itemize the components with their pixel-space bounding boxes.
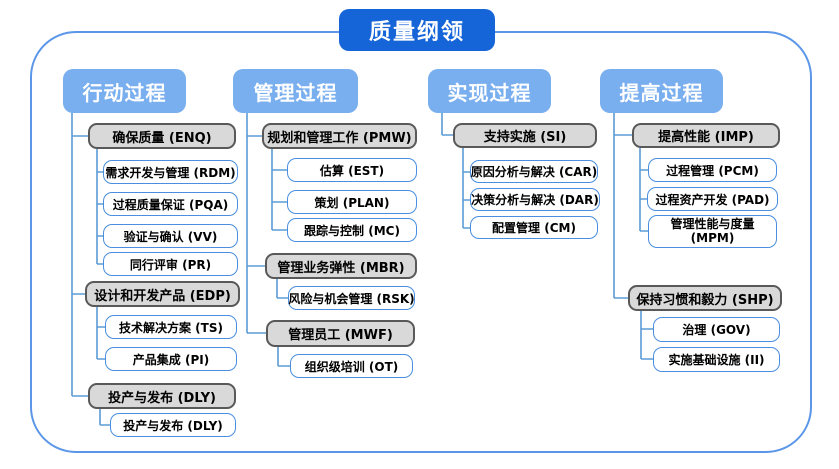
leaf-box-gov: 治理 (GOV) [653,317,780,342]
leaf-box-ot: 组织级培训 (OT) [290,354,413,378]
leaf-box-ii: 实施基础设施 (II) [653,347,780,372]
group-box-mbr: 管理业务弹性 (MBR) [265,253,417,279]
leaf-box-pcm: 过程管理 (PCM) [648,158,777,182]
group-box-imp: 提高性能 (IMP) [632,123,780,148]
leaf-box-cm: 配置管理 (CM) [470,216,598,239]
column-header-management-process: 管理过程 [233,69,358,113]
column-header-action-process: 行动过程 [63,69,186,113]
diagram-title: 质量纲领 [339,9,495,51]
leaf-box-rdm: 需求开发与管理 (RDM) [103,160,238,184]
group-box-enq: 确保质量 (ENQ) [88,123,236,149]
leaf-box-pr: 同行评审 (PR) [103,252,238,276]
leaf-box-pad: 过程资产开发 (PAD) [647,187,778,211]
leaf-box-dar: 决策分析与解决 (DAR) [470,188,600,211]
leaf-box-dly: 投产与发布 (DLY) [110,413,236,437]
group-box-shp: 保持习惯和毅力 (SHP) [628,285,782,311]
leaf-box-vv: 验证与确认 (VV) [103,224,238,248]
leaf-box-rsk: 风险与机会管理 (RSK) [288,286,415,310]
leaf-box-car: 原因分析与解决 (CAR) [470,160,598,183]
leaf-box-plan: 策划 (PLAN) [287,190,417,214]
leaf-box-pqa: 过程质量保证 (PQA) [103,192,238,216]
group-box-dly: 投产与发布 (DLY) [88,383,236,409]
leaf-box-mc: 跟踪与控制 (MC) [287,218,417,242]
group-box-pmw: 规划和管理工作 (PMW) [262,123,417,149]
leaf-box-pi: 产品集成 (PI) [105,347,237,371]
group-box-edp: 设计和开发产品 (EDP) [85,281,240,307]
column-header-improvement-process: 提高过程 [600,69,723,113]
leaf-box-ts: 技术解决方案 (TS) [105,315,237,339]
column-header-implementation-process: 实现过程 [428,69,551,113]
leaf-box-mpm: 管理性能与度量 (MPM) [648,215,777,248]
group-box-mwf: 管理员工 (MWF) [266,320,415,347]
group-box-si: 支持实施 (SI) [453,123,597,148]
leaf-box-est: 估算 (EST) [287,158,417,182]
